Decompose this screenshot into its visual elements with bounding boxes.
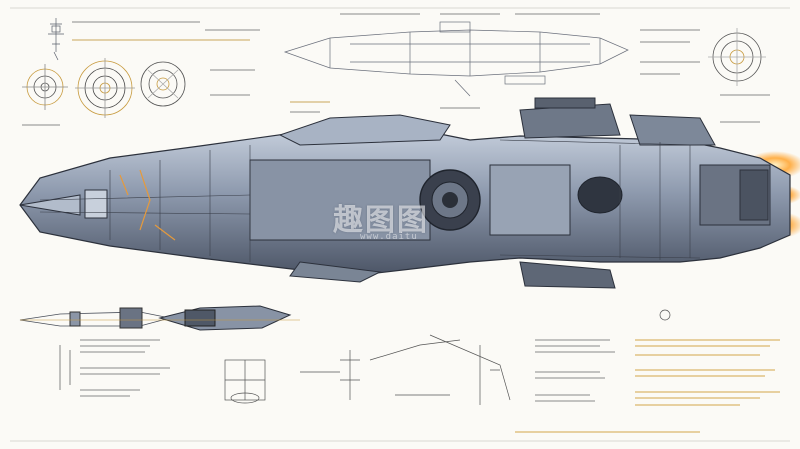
small-schematic-top-left <box>48 18 64 61</box>
watermark-text: 趣图图 <box>333 203 429 238</box>
top-sheet-lines <box>10 7 790 442</box>
watermark-url: www.daitu <box>360 232 418 242</box>
lower-technical-drawings <box>59 309 671 405</box>
circular-diagrams <box>22 58 186 118</box>
wireframe-ship-top <box>283 21 629 97</box>
small-ship-views <box>19 305 300 331</box>
circular-diagram-top-right <box>708 28 766 86</box>
text-blocks-bottom <box>80 339 780 433</box>
main-spaceship <box>19 97 800 289</box>
annotation-blocks <box>22 13 770 126</box>
